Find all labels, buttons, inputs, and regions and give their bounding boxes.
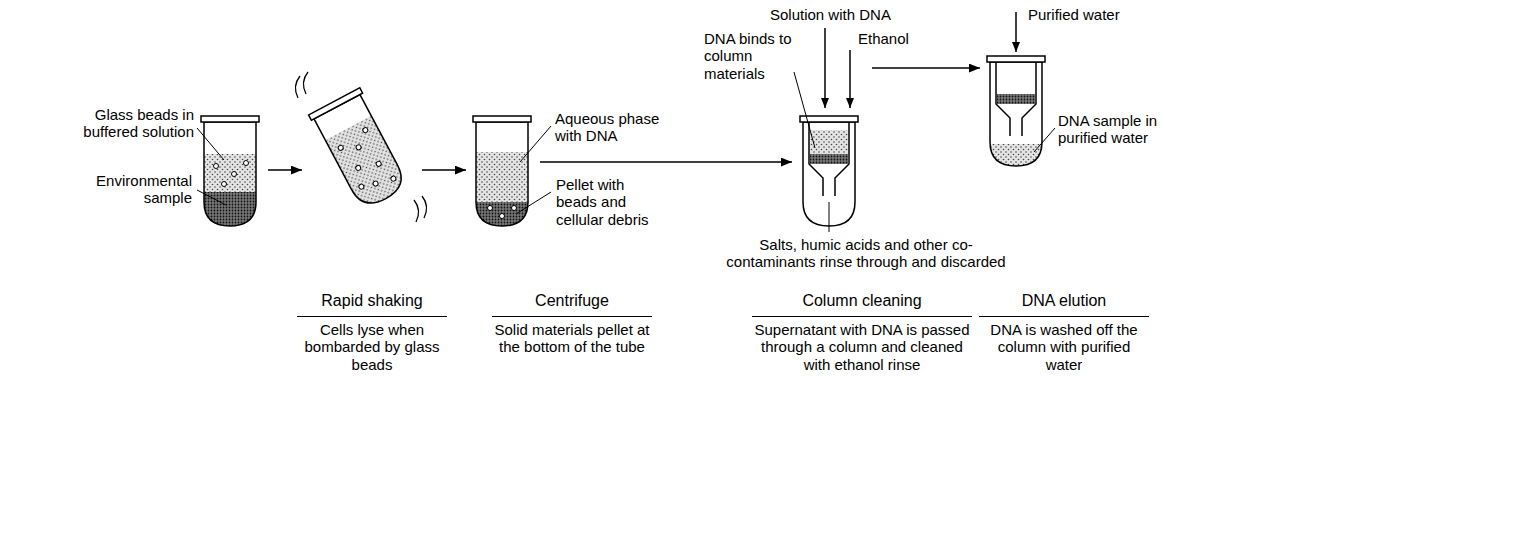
flow-arrow [268, 169, 302, 171]
process-step: CentrifugeSolid materials pellet at the … [472, 112, 532, 230]
callout-label: DNA sample in purified water [1058, 112, 1170, 147]
callout-label: DNA binds to column materials [704, 30, 794, 82]
motion-marks [295, 72, 426, 222]
callout-label: Glass beads in buffered solution [70, 106, 194, 141]
flow-arrow [872, 67, 980, 69]
callout-label: Aqueous phase with DNA [555, 110, 667, 145]
callout-label: Salts, humic acids and other co-contamin… [716, 236, 1016, 271]
step-description: Cells lyse when bombarded by glass beads [297, 316, 447, 373]
step-title: Rapid shaking [297, 292, 447, 310]
step-description: DNA is washed off the column with purifi… [979, 316, 1149, 373]
callout-label: Purified water [1028, 6, 1120, 23]
process-step: Rapid shakingCells lyse when bombarded b… [308, 88, 414, 212]
step-description: Solid materials pellet at the bottom of … [492, 316, 652, 356]
callout-label: Environmental sample [72, 172, 192, 207]
step-title: Column cleaning [752, 292, 972, 310]
flow-arrow [422, 169, 466, 171]
flow-arrow [540, 161, 792, 163]
step-title: DNA elution [979, 292, 1149, 310]
inflow-arrows [825, 12, 1016, 108]
step-title: Centrifuge [492, 292, 652, 310]
leader-lines [197, 72, 1055, 232]
sample-tube-step: Glass beads in buffered solutionEnvironm… [200, 112, 260, 230]
callout-label: Solution with DNA [770, 6, 891, 23]
callout-label: Ethanol [858, 30, 909, 47]
callout-label: Pellet with beads and cellular debris [556, 176, 668, 228]
process-step: Column cleaningSupernatant with DNA is p… [798, 40, 864, 232]
shaking-tube [309, 88, 412, 212]
process-step: DNA elutionDNA is washed off the column … [986, 54, 1046, 170]
step-description: Supernatant with DNA is passed through a… [752, 316, 972, 373]
test-tube [201, 116, 259, 226]
